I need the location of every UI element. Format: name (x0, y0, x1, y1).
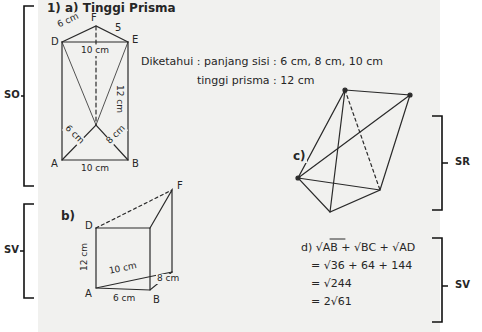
note-text: Diketahui : panjang sisi : 6 cm, 8 cm, 1… (140, 56, 384, 68)
equation-line: = √36 + 64 + 144 (310, 260, 413, 272)
dimension-label: 8 cm (104, 123, 128, 147)
bracket-label: SO (3, 89, 21, 100)
dimension-label: 10 cm (80, 46, 110, 56)
part-label: b) (60, 210, 76, 223)
vertex-label: A (84, 288, 93, 299)
dimension-label: 6 cm (112, 294, 136, 304)
dimension-label: 12 cm (114, 84, 124, 114)
vertex-label: B (152, 294, 161, 305)
left-bracket (20, 204, 34, 298)
vertex-label: D (84, 220, 94, 231)
dimension-label: 8 cm (156, 274, 180, 284)
bracket-label: SR (454, 156, 471, 167)
equation-line: = 2√61 (310, 296, 353, 308)
prism-figure-c (296, 88, 412, 212)
prism-net-figure (62, 26, 128, 160)
brackets (20, 6, 448, 322)
vertex-label: F (90, 12, 98, 23)
dimension-label: 10 cm (80, 164, 110, 174)
part-label: c) (292, 150, 307, 163)
left-bracket (20, 6, 34, 186)
vertex-label: B (131, 158, 140, 169)
heading: 1) a) Tinggi Prisma (46, 2, 177, 15)
root-overlines (330, 239, 345, 240)
dimension-label: 12 cm (80, 242, 90, 272)
dimension-label: 6 cm (62, 123, 86, 147)
paper (38, 0, 440, 332)
equation-line: d) √AB + √BC + √AD (300, 242, 416, 254)
bracket-label: SV (454, 279, 471, 290)
vertex-label: A (50, 158, 59, 169)
dimension-label: 5 (114, 22, 122, 33)
bracket-label: SV (3, 244, 20, 255)
vertex-label: D (50, 36, 60, 47)
equation-line: = √244 (310, 278, 353, 290)
note-text: tinggi prisma : 12 cm (196, 75, 316, 87)
right-bracket (432, 238, 448, 322)
dimension-label: 10 cm (107, 261, 138, 277)
vertex-label: F (176, 180, 184, 191)
right-bracket (432, 116, 448, 210)
vertex-label: E (131, 34, 139, 45)
